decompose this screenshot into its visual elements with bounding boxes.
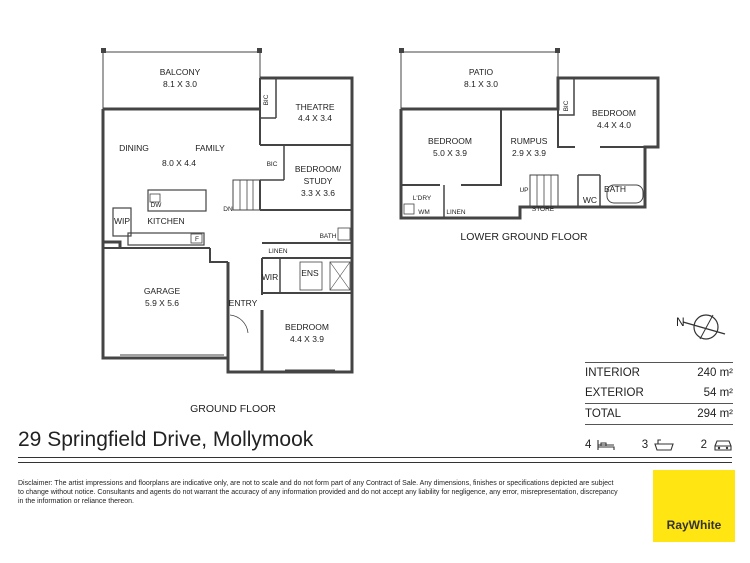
wm-label: WM	[418, 209, 430, 216]
total-label: TOTAL	[585, 408, 621, 420]
kitchen-label: KITCHEN	[147, 216, 184, 226]
rumpus-label: RUMPUS	[511, 136, 548, 146]
laundry-label: L'DRY	[413, 195, 432, 202]
lower-bic-label: BIC	[563, 100, 570, 111]
linen-label: LINEN	[268, 248, 287, 255]
patio-label: PATIO	[469, 67, 494, 77]
garage-label: GARAGE	[144, 286, 181, 296]
dw-label: DW	[151, 202, 163, 209]
exterior-value: 54 m²	[703, 387, 733, 399]
disclaimer-text: Disclaimer: The artist impressions and f…	[18, 480, 618, 505]
balcony-label: BALCONY	[160, 67, 201, 77]
bathrooms-count: 3	[641, 439, 649, 451]
bedrooms-feature: 4	[585, 439, 615, 451]
bedroom-right-size: 4.4 X 4.0	[597, 120, 631, 130]
compass-north-label: N	[676, 315, 685, 329]
bath-label: BATH	[320, 233, 337, 240]
divider-top	[18, 457, 732, 458]
wc-label: WC	[583, 195, 597, 205]
ground-floor-title: GROUND FLOOR	[190, 403, 276, 415]
bedroom-study-size: 3.3 X 3.6	[301, 188, 335, 198]
total-value: 294 m²	[697, 408, 733, 420]
living-size: 8.0 X 4.4	[162, 158, 196, 168]
bedroom-right-label: BEDROOM	[592, 108, 636, 118]
store-label: STORE	[532, 206, 555, 213]
divider-bottom	[18, 462, 732, 463]
property-address: 29 Springfield Drive, Mollymook	[18, 428, 314, 451]
bed-icon	[597, 440, 615, 450]
raywhite-logo: RayWhite	[653, 470, 735, 542]
bedrooms-count: 4	[585, 439, 592, 451]
theatre-label: THEATRE	[295, 102, 334, 112]
dining-label: DINING	[119, 143, 149, 153]
bic2-label: BIC	[267, 161, 278, 168]
area-summary: INTERIOR 240 m² EXTERIOR 54 m² TOTAL 294…	[585, 362, 733, 425]
car-icon	[714, 439, 732, 451]
floorplan-drawing: BALCONY 8.1 X 3.0 BIC THEATRE 4.4 X 3.4 …	[101, 48, 726, 415]
bedroom-study-label: BEDROOM/	[295, 164, 342, 174]
up-label: UP	[519, 187, 528, 194]
interior-value: 240 m²	[697, 367, 733, 379]
property-features: 4 3 2	[585, 438, 733, 452]
bedroom-study-label-2: STUDY	[304, 176, 333, 186]
entry-label: ENTRY	[229, 298, 258, 308]
bedroom-size: 4.4 X 3.9	[290, 334, 324, 344]
area-row-interior: INTERIOR 240 m²	[585, 363, 733, 383]
rumpus-size: 2.9 X 3.9	[512, 148, 546, 158]
bedroom-label: BEDROOM	[285, 322, 329, 332]
ens-label: ENS	[301, 268, 319, 278]
wip-label: WIP	[114, 216, 130, 226]
brand-name: RayWhite	[666, 518, 722, 532]
exterior-label: EXTERIOR	[585, 387, 644, 399]
area-row-total: TOTAL 294 m²	[585, 404, 733, 424]
lower-linen-label: LINEN	[446, 209, 465, 216]
bathtub-icon	[654, 439, 674, 451]
area-row-exterior: EXTERIOR 54 m²	[585, 383, 733, 403]
dn-label: DN	[223, 206, 233, 213]
interior-label: INTERIOR	[585, 367, 640, 379]
bedroom-left-label: BEDROOM	[428, 136, 472, 146]
lower-ground-floor-title: LOWER GROUND FLOOR	[460, 231, 588, 243]
fridge-label: F	[195, 236, 199, 243]
garage-size: 5.9 X 5.6	[145, 298, 179, 308]
bathrooms-feature: 3	[642, 438, 674, 452]
family-label: FAMILY	[195, 143, 225, 153]
wir-label: WIR	[262, 272, 279, 282]
theatre-size: 4.4 X 3.4	[298, 113, 332, 123]
car-spaces-count: 2	[700, 439, 707, 451]
compass-icon	[682, 314, 726, 340]
car-spaces-feature: 2	[701, 439, 733, 452]
lower-bath-label: BATH	[604, 184, 626, 194]
bic-label: BIC	[263, 94, 270, 105]
balcony-size: 8.1 X 3.0	[163, 79, 197, 89]
patio-size: 8.1 X 3.0	[464, 79, 498, 89]
bedroom-left-size: 5.0 X 3.9	[433, 148, 467, 158]
